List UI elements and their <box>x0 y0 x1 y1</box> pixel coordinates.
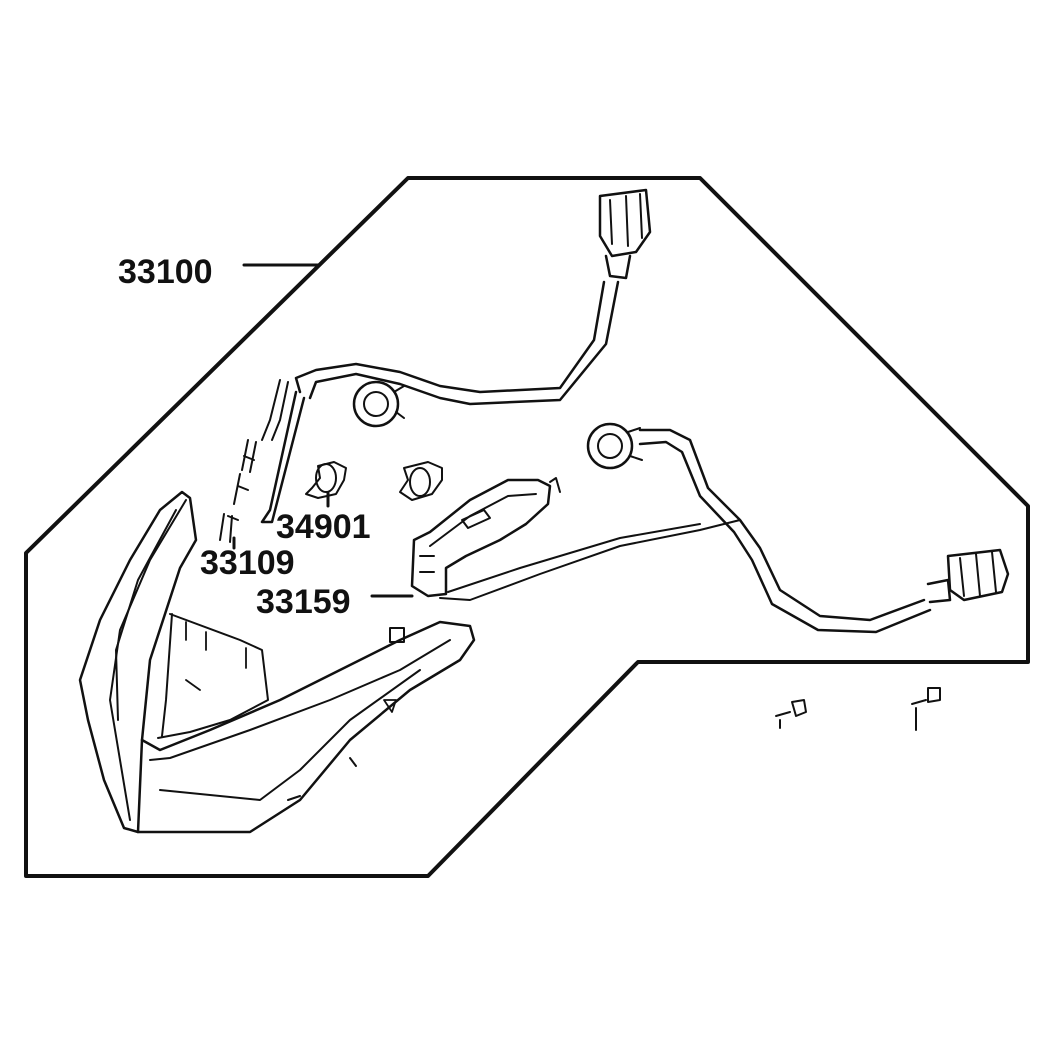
connector-right <box>926 548 1010 604</box>
wiring-harness-right <box>439 428 932 634</box>
label-33109: 33109 <box>200 544 295 582</box>
wiring-harness-left <box>219 280 620 543</box>
label-34901: 34901 <box>276 508 371 546</box>
led-module-33159 <box>410 477 561 598</box>
socket-right <box>586 422 643 470</box>
assembly-boundary <box>24 176 1030 878</box>
headlight-housing <box>78 490 476 834</box>
screws <box>775 687 941 731</box>
label-33159: 33159 <box>256 583 351 621</box>
label-33100: 33100 <box>118 253 213 291</box>
socket-left <box>352 380 405 428</box>
connector-left <box>598 188 652 280</box>
bulb-34901 <box>305 461 443 501</box>
